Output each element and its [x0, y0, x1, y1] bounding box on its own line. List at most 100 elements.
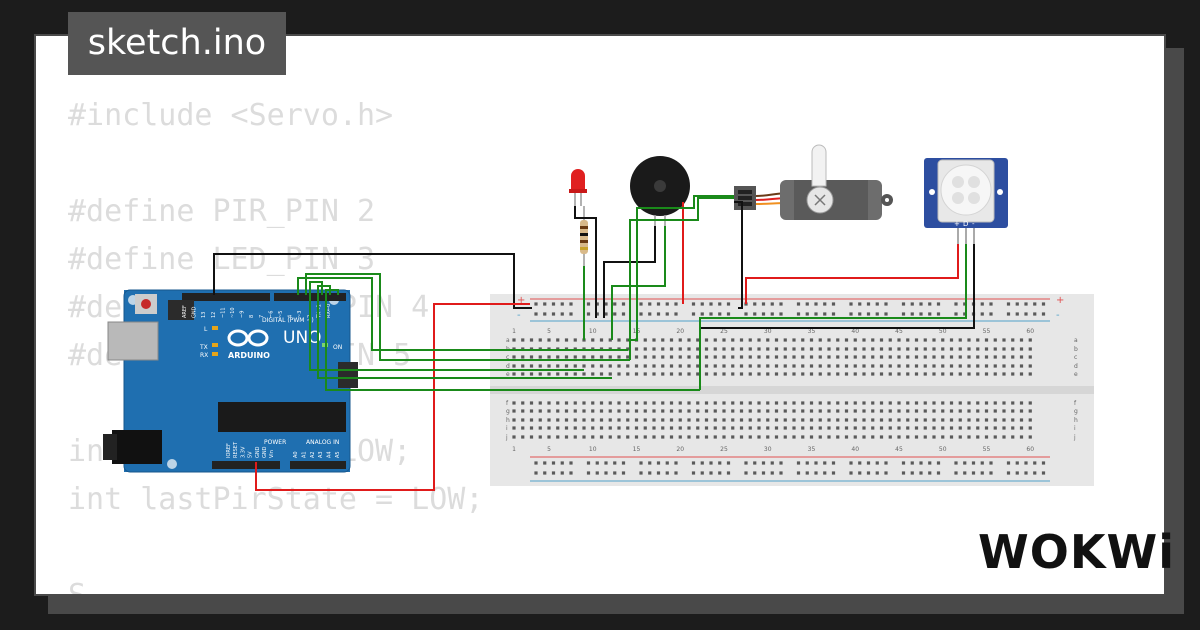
breadboard-hole[interactable] [871, 347, 875, 351]
breadboard-hole[interactable] [652, 372, 656, 376]
breadboard-hole[interactable] [617, 338, 621, 342]
breadboard-hole[interactable] [949, 338, 954, 342]
rail-hole[interactable] [656, 312, 661, 316]
rail-hole[interactable] [543, 461, 547, 465]
rail-hole[interactable] [875, 312, 879, 316]
breadboard-hole[interactable] [643, 338, 647, 342]
breadboard-hole[interactable] [617, 364, 621, 368]
breadboard-hole[interactable] [599, 364, 604, 368]
breadboard-hole[interactable] [1011, 372, 1015, 376]
rail-hole[interactable] [613, 461, 617, 465]
breadboard-hole[interactable] [906, 347, 910, 351]
rail-hole[interactable] [691, 471, 696, 475]
breadboard-hole[interactable] [556, 409, 560, 413]
pir-motion-sensor[interactable]: + D - [924, 158, 1008, 244]
rail-hole[interactable] [1024, 461, 1028, 465]
breadboard-hole[interactable] [853, 426, 857, 430]
rail-hole[interactable] [718, 461, 722, 465]
breadboard-hole[interactable] [1002, 338, 1006, 342]
breadboard-hole[interactable] [879, 426, 884, 430]
rail-hole[interactable] [858, 471, 862, 475]
breadboard-hole[interactable] [529, 338, 534, 342]
breadboard-hole[interactable] [1028, 435, 1032, 439]
rail-hole[interactable] [665, 302, 669, 306]
breadboard-hole[interactable] [617, 409, 621, 413]
breadboard-hole[interactable] [582, 401, 586, 405]
breadboard-hole[interactable] [827, 372, 831, 376]
rail-hole[interactable] [910, 312, 914, 316]
breadboard-hole[interactable] [556, 355, 560, 359]
rail-hole[interactable] [823, 312, 827, 316]
rail-hole[interactable] [604, 312, 608, 316]
rail-hole[interactable] [709, 312, 713, 316]
breadboard-hole[interactable] [827, 418, 831, 422]
breadboard-hole[interactable] [984, 372, 989, 376]
breadboard-hole[interactable] [669, 435, 674, 439]
rail-hole[interactable] [639, 471, 643, 475]
breadboard-hole[interactable] [1002, 364, 1006, 368]
breadboard-hole[interactable] [888, 372, 892, 376]
resistor[interactable] [580, 206, 588, 266]
breadboard-hole[interactable] [941, 355, 945, 359]
breadboard-hole[interactable] [949, 401, 954, 405]
rail-hole[interactable] [639, 302, 643, 306]
breadboard-hole[interactable] [967, 409, 971, 413]
wires[interactable] [213, 195, 975, 491]
breadboard-hole[interactable] [626, 355, 630, 359]
rail-hole[interactable] [910, 471, 914, 475]
breadboard-hole[interactable] [993, 418, 997, 422]
rail-hole[interactable] [936, 471, 941, 475]
breadboard-hole[interactable] [731, 426, 735, 430]
breadboard-hole[interactable] [897, 347, 901, 351]
rail-hole[interactable] [875, 471, 879, 475]
breadboard-hole[interactable] [879, 409, 884, 413]
rail-hole[interactable] [621, 471, 626, 475]
breadboard-hole[interactable] [556, 364, 560, 368]
breadboard-hole[interactable] [608, 338, 612, 342]
breadboard-hole[interactable] [984, 338, 989, 342]
rail-hole[interactable] [744, 461, 748, 465]
breadboard-hole[interactable] [967, 338, 971, 342]
breadboard-hole[interactable] [976, 435, 980, 439]
breadboard-hole[interactable] [871, 372, 875, 376]
breadboard-hole[interactable] [1019, 409, 1024, 413]
breadboard-hole[interactable] [949, 426, 954, 430]
breadboard-hole[interactable] [766, 409, 770, 413]
breadboard-hole[interactable] [984, 364, 989, 368]
breadboard-hole[interactable] [888, 364, 892, 368]
breadboard-hole[interactable] [1002, 347, 1006, 351]
breadboard-hole[interactable] [932, 401, 936, 405]
rail-hole[interactable] [639, 312, 643, 316]
rail-hole[interactable] [1024, 312, 1028, 316]
breadboard-hole[interactable] [529, 418, 534, 422]
breadboard-hole[interactable] [1002, 355, 1006, 359]
breadboard-hole[interactable] [713, 364, 717, 368]
breadboard-hole[interactable] [564, 364, 569, 368]
breadboard-hole[interactable] [582, 372, 586, 376]
breadboard-hole[interactable] [844, 401, 849, 405]
breadboard-hole[interactable] [626, 372, 630, 376]
rail-hole[interactable] [656, 461, 661, 465]
rail-hole[interactable] [980, 312, 984, 316]
breadboard-hole[interactable] [862, 409, 866, 413]
breadboard-hole[interactable] [827, 364, 831, 368]
breadboard-hole[interactable] [1028, 401, 1032, 405]
rail-hole[interactable] [691, 461, 696, 465]
breadboard-hole[interactable] [634, 364, 639, 368]
breadboard-hole[interactable] [748, 355, 752, 359]
rail-hole[interactable] [753, 312, 757, 316]
breadboard-hole[interactable] [844, 364, 849, 368]
rail-hole[interactable] [726, 302, 731, 306]
breadboard-hole[interactable] [564, 372, 569, 376]
rail-hole[interactable] [884, 312, 888, 316]
breadboard-hole[interactable] [906, 364, 910, 368]
breadboard-hole[interactable] [879, 435, 884, 439]
breadboard-hole[interactable] [617, 418, 621, 422]
breadboard-hole[interactable] [529, 372, 534, 376]
breadboard-hole[interactable] [827, 347, 831, 351]
breadboard-hole[interactable] [879, 338, 884, 342]
breadboard-hole[interactable] [748, 347, 752, 351]
breadboard-hole[interactable] [897, 372, 901, 376]
rail-hole[interactable] [770, 302, 774, 306]
rail-hole[interactable] [569, 461, 573, 465]
